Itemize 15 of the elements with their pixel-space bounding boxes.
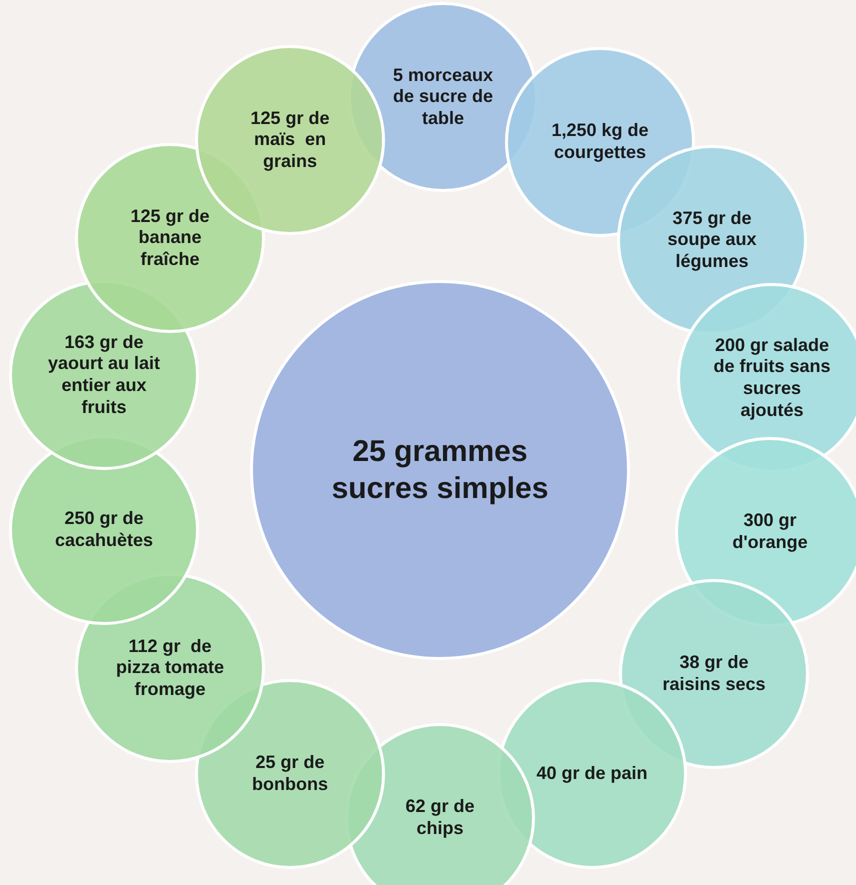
food-label: 250 gr de cacahuètes (54, 508, 154, 552)
food-label: 62 gr de chips (404, 796, 476, 840)
food-label: 112 gr de pizza tomate fromage (114, 636, 226, 700)
food-label: 375 gr de soupe aux légumes (666, 208, 758, 272)
central-label: 25 grammes sucres simples (330, 434, 550, 507)
food-label: 163 gr de yaourt au lait entier aux fruits (46, 332, 162, 418)
food-label: 25 gr de bonbons (251, 752, 329, 796)
food-label: 38 gr de raisins secs (661, 652, 767, 696)
food-label: 125 gr de maïs en grains (249, 108, 331, 172)
food-label: 1,250 kg de courgettes (550, 120, 650, 164)
food-label: 300 gr d'orange (731, 510, 809, 554)
food-label: 200 gr salade de fruits sans sucres ajoutés (713, 334, 831, 422)
food-label: 40 gr de pain (535, 763, 649, 785)
food-label: 5 morceaux de sucre de table (392, 64, 494, 130)
food-label: 125 gr de banane fraîche (129, 206, 211, 270)
